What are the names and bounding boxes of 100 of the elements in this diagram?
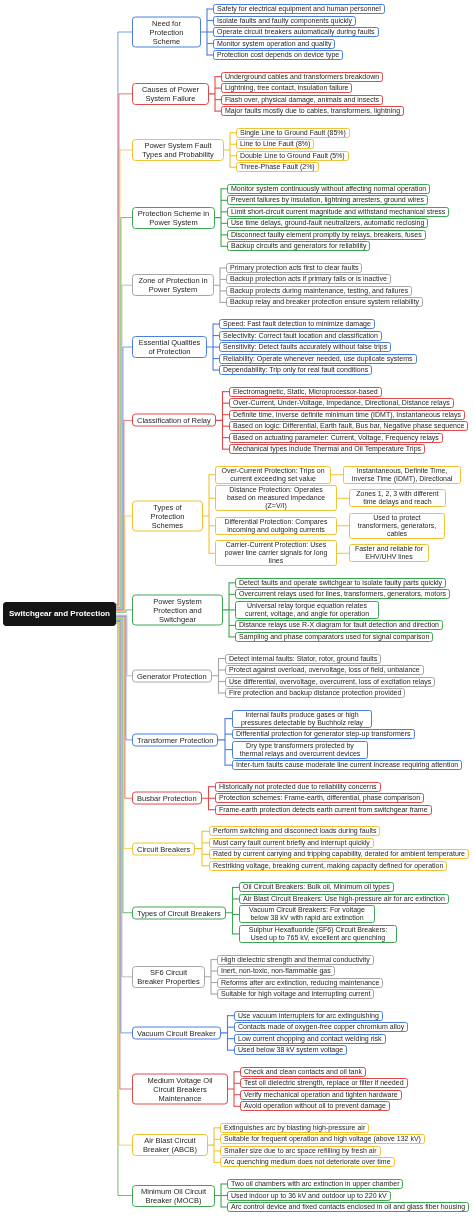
connector-line — [115, 617, 133, 849]
connector-line — [214, 87, 222, 89]
connector-line — [226, 1049, 235, 1051]
connector-line — [229, 155, 237, 157]
connector-line — [213, 1150, 221, 1152]
connector-trunk — [194, 830, 203, 867]
connector-line — [217, 669, 226, 671]
connector-line — [220, 1183, 228, 1185]
connector-line — [221, 448, 230, 450]
connector-line — [228, 636, 236, 638]
connector-line — [217, 680, 226, 683]
connector-line — [115, 346, 133, 610]
connector-line — [210, 970, 218, 972]
connector-line — [231, 886, 240, 888]
connector-trunk — [223, 132, 231, 168]
connector-line — [231, 898, 240, 900]
connector-line — [229, 132, 237, 134]
connector-line — [214, 99, 222, 101]
connector-line — [213, 1127, 221, 1129]
connector-line — [212, 323, 220, 325]
connector-trunk — [214, 1183, 222, 1208]
connector-line — [336, 552, 350, 554]
connector-line — [115, 614, 133, 677]
connector-line — [208, 525, 216, 527]
connector-line — [231, 913, 240, 915]
connector-line — [115, 609, 133, 613]
connector-line — [226, 1026, 235, 1028]
connector-trunk — [204, 959, 212, 995]
connector-line — [221, 437, 230, 439]
connector-line — [220, 245, 228, 247]
connector-line — [212, 346, 220, 348]
connector-line — [208, 497, 216, 499]
connector-line — [221, 402, 230, 404]
connector-trunk — [208, 76, 216, 112]
connector-line — [206, 8, 214, 10]
connector-line — [224, 733, 233, 735]
connector-line — [224, 718, 233, 720]
connector-line — [212, 358, 220, 360]
connector-line — [336, 525, 350, 527]
connector-line — [212, 335, 220, 337]
connector-trunk — [217, 718, 226, 766]
connector-line — [213, 1138, 221, 1140]
connector-line — [224, 764, 233, 766]
connector-line — [229, 166, 237, 168]
connector-trunk — [215, 391, 224, 450]
connector-line — [201, 853, 210, 855]
connector-line — [210, 982, 218, 984]
connector-line — [228, 593, 236, 595]
connector-line — [219, 301, 227, 303]
connector-trunk — [220, 1015, 229, 1051]
connector-line — [214, 76, 222, 78]
connector-line — [213, 1161, 221, 1163]
connector-line — [220, 199, 228, 201]
connector-line — [219, 278, 227, 280]
connector-line — [229, 143, 237, 145]
connector-trunk — [201, 786, 210, 811]
connector-line — [206, 31, 214, 33]
connector-line — [221, 414, 230, 416]
connector-line — [233, 1071, 241, 1073]
connector-line — [220, 188, 228, 190]
connector-line — [220, 222, 228, 224]
connector-line — [208, 552, 216, 554]
central-topic: Switchgear and Protection — [3, 601, 116, 626]
connector-line — [221, 391, 230, 393]
connector-line — [228, 624, 236, 626]
connector-line — [206, 19, 214, 22]
connector-line — [226, 1038, 235, 1040]
connector-line — [220, 1194, 228, 1197]
connector-trunk — [213, 267, 221, 303]
connector-line — [207, 809, 216, 811]
connector-line — [219, 290, 227, 292]
connector-line — [219, 267, 227, 269]
connector-line — [231, 933, 240, 935]
connector-line — [224, 749, 233, 751]
connector-line — [206, 54, 214, 56]
connector-line — [220, 234, 228, 236]
connector-line — [201, 842, 210, 844]
connector-line — [228, 582, 236, 584]
connector-trunk — [211, 657, 220, 694]
connector-line — [233, 1082, 241, 1084]
connector-line — [201, 865, 210, 867]
connector-line — [233, 1105, 241, 1107]
connector-line — [210, 993, 218, 995]
connector-trunk — [207, 1127, 215, 1163]
connector-line — [217, 657, 226, 660]
connector-line — [220, 211, 228, 213]
connector-line — [115, 420, 133, 611]
connector-trunk — [206, 323, 214, 371]
connector-line — [226, 1015, 235, 1017]
connector-line — [210, 959, 218, 961]
connector-line — [220, 1206, 228, 1208]
connector-line — [208, 474, 216, 476]
connector-trunk — [227, 1071, 235, 1107]
connector-line — [214, 110, 222, 112]
connector-trunk — [202, 474, 210, 554]
connector-line — [207, 797, 216, 799]
connector-trunk — [214, 188, 222, 247]
connector-line — [115, 217, 133, 608]
connector-line — [228, 609, 236, 611]
connector-trunk — [222, 582, 230, 638]
